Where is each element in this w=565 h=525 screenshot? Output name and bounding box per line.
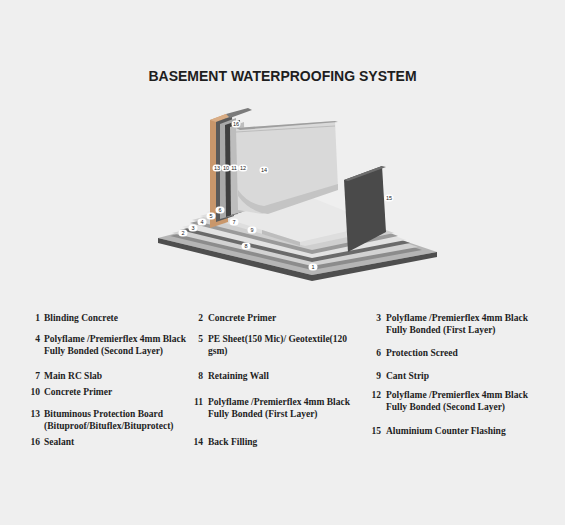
callout-number: 9 bbox=[248, 227, 257, 234]
callout-number: 2 bbox=[179, 230, 188, 237]
item-number: 1 bbox=[18, 312, 40, 324]
callout-number: 14 bbox=[260, 167, 269, 174]
item-description: Sealant bbox=[44, 436, 199, 448]
item-number: 2 bbox=[181, 312, 203, 324]
callout-number: 5 bbox=[207, 213, 216, 220]
item-description: Concrete Primer bbox=[44, 386, 199, 398]
item-description: Concrete Primer bbox=[208, 312, 358, 324]
callout-number: 8 bbox=[242, 243, 251, 250]
item-number: 9 bbox=[359, 370, 381, 382]
diagram-title: BASEMENT WATERPROOFING SYSTEM bbox=[0, 68, 565, 84]
item-description: Back Filling bbox=[208, 436, 358, 448]
item-number: 15 bbox=[359, 425, 381, 437]
item-number: 10 bbox=[18, 386, 40, 398]
callout-number: 16 bbox=[232, 121, 241, 128]
item-number: 14 bbox=[181, 436, 203, 448]
item-number: 5 bbox=[181, 333, 203, 345]
item-description: Protection Screed bbox=[386, 347, 536, 359]
callout-number: 1 bbox=[309, 264, 318, 271]
item-description: Bituminous Protection Board (Bituproof/B… bbox=[44, 408, 199, 432]
callout-number: 11 bbox=[230, 165, 239, 172]
callout-number: 6 bbox=[216, 207, 225, 214]
item-number: 4 bbox=[18, 333, 40, 345]
item-number: 12 bbox=[359, 389, 381, 401]
callout-number: 7 bbox=[230, 219, 239, 226]
item-description: Polyflame /Premierflex 4mm Black Fully B… bbox=[386, 312, 536, 336]
item-description: Polyflame /Premierflex 4mm Black Fully B… bbox=[44, 333, 199, 357]
item-description: Polyflame /Premierflex 4mm Black Fully B… bbox=[208, 396, 358, 420]
item-number: 6 bbox=[359, 347, 381, 359]
item-number: 11 bbox=[181, 396, 203, 408]
callout-number: 13 bbox=[213, 165, 222, 172]
item-number: 7 bbox=[18, 370, 40, 382]
item-description: Retaining Wall bbox=[208, 370, 358, 382]
item-description: Blinding Concrete bbox=[44, 312, 199, 324]
item-number: 8 bbox=[181, 370, 203, 382]
item-number: 3 bbox=[359, 312, 381, 324]
callout-number: 12 bbox=[239, 165, 248, 172]
item-description: Cant Strip bbox=[386, 370, 536, 382]
callout-number: 4 bbox=[198, 219, 207, 226]
item-number: 16 bbox=[18, 436, 40, 448]
item-description: Polyflame /Premierflex 4mm Black Fully B… bbox=[386, 389, 536, 413]
item-number: 13 bbox=[18, 408, 40, 420]
item-description: Main RC Slab bbox=[44, 370, 199, 382]
callout-number: 15 bbox=[385, 195, 394, 202]
callout-number: 3 bbox=[189, 225, 198, 232]
item-description: Aluminium Counter Flashing bbox=[386, 425, 536, 437]
item-description: PE Sheet(150 Mic)/ Geotextile(120 gsm) bbox=[208, 333, 358, 357]
